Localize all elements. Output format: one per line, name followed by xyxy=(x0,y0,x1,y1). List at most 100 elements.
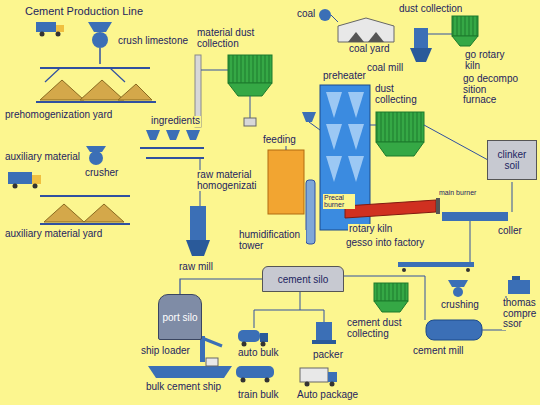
part-label: feeding xyxy=(262,135,297,146)
illustration-part xyxy=(242,342,247,347)
part-label: raw material homogenizati xyxy=(196,170,264,191)
illustration-part xyxy=(228,83,272,96)
cement-mill-icon xyxy=(426,296,506,340)
equipment-box: cement silo xyxy=(262,266,344,292)
illustration-part xyxy=(306,180,315,244)
part-label: auxiliary material yard xyxy=(4,229,103,240)
equipment-box: clinker soil xyxy=(487,140,537,180)
crushing-icon xyxy=(448,280,468,297)
part-label: crushing xyxy=(440,300,480,311)
part-label: crusher xyxy=(84,168,119,179)
node-text: cement silo xyxy=(278,274,329,285)
rotary-kiln xyxy=(345,198,440,218)
aux-crusher-icon xyxy=(86,146,106,165)
dust-collector xyxy=(452,16,478,46)
crusher-icon xyxy=(88,22,112,64)
illustration-part xyxy=(265,378,270,383)
part-label: train bulk xyxy=(237,390,280,401)
flow-connector xyxy=(180,279,262,294)
part-label: raw mill xyxy=(178,262,214,273)
part-label: main burner xyxy=(438,189,477,196)
part-label: go decompo sition furnace xyxy=(462,74,522,106)
node-text: port silo xyxy=(162,312,197,323)
illustration-part xyxy=(426,320,482,340)
illustration-part xyxy=(319,9,331,21)
part-label: thomas compre ssor xyxy=(502,298,540,330)
illustration-part xyxy=(512,182,513,212)
illustration-part xyxy=(146,130,160,140)
illustration-part xyxy=(348,32,364,42)
part-label: go rotary kiln xyxy=(464,50,511,71)
illustration-part xyxy=(40,67,150,69)
part-label: gesso into factory xyxy=(345,238,425,249)
illustration-part xyxy=(348,156,364,182)
part-label: coal yard xyxy=(348,44,391,55)
illustration-part xyxy=(302,112,316,122)
part-label: ship loader xyxy=(140,346,191,357)
illustration-part xyxy=(236,366,274,378)
illustration-part xyxy=(202,338,222,346)
truck-icon xyxy=(36,22,64,37)
illustration-part xyxy=(338,18,394,42)
illustration-part xyxy=(45,68,60,82)
illustration-part xyxy=(330,382,335,387)
part-label: Auto package xyxy=(296,390,359,401)
illustration-part xyxy=(512,276,520,280)
illustration-part xyxy=(92,32,108,48)
illustration-part xyxy=(99,48,101,64)
illustration-part xyxy=(300,310,324,322)
part-label: preheater xyxy=(322,71,367,82)
illustration-part xyxy=(305,382,310,387)
illustration-part xyxy=(436,198,440,214)
illustration-part xyxy=(80,80,124,100)
coal-yard-shed xyxy=(338,18,394,42)
illustration-part xyxy=(140,147,204,149)
illustration-part xyxy=(470,221,471,262)
part-label: humidification tower xyxy=(238,230,306,251)
part-label: coller xyxy=(497,226,523,237)
illustration-part xyxy=(250,96,251,118)
illustration-part xyxy=(448,280,468,287)
illustration-part xyxy=(186,240,210,256)
illustration-part xyxy=(13,184,18,189)
part-label: ingredients xyxy=(150,116,201,127)
illustration-part xyxy=(344,276,425,320)
illustration-part xyxy=(110,68,125,82)
illustration-part xyxy=(368,32,384,42)
dust-collector xyxy=(370,112,488,160)
illustration-part xyxy=(44,204,84,222)
illustration-part xyxy=(312,340,336,344)
illustration-part xyxy=(414,28,428,48)
illustration-part xyxy=(32,175,41,184)
illustration-part xyxy=(228,55,272,83)
illustration-part xyxy=(166,130,180,140)
stockpile xyxy=(40,196,130,224)
illustration-part xyxy=(206,358,218,366)
illustration-part xyxy=(482,330,506,331)
illustration-part xyxy=(452,16,478,36)
illustration-part xyxy=(238,330,260,342)
illustration-part xyxy=(376,142,424,156)
illustration-part xyxy=(33,184,38,189)
part-label: packer xyxy=(312,350,344,361)
node-text: clinker soil xyxy=(491,149,533,171)
homogenization-silo xyxy=(268,134,304,214)
illustration-part xyxy=(88,22,112,32)
packer-icon xyxy=(312,322,336,344)
illustration-part xyxy=(508,280,530,294)
illustration-part xyxy=(374,283,408,301)
illustration-part xyxy=(201,70,228,71)
illustration-part xyxy=(466,268,470,272)
part-label: dust collecting xyxy=(374,84,421,105)
part-label: auxiliary material xyxy=(4,152,81,163)
illustration-part xyxy=(118,84,152,100)
raw-mill-icon xyxy=(186,206,210,256)
dust-collector xyxy=(374,283,408,312)
illustration-part xyxy=(370,125,376,126)
feeding-hopper xyxy=(302,112,320,130)
illustration-part xyxy=(398,262,474,267)
illustration-part xyxy=(374,301,408,312)
illustration-part xyxy=(260,333,268,342)
